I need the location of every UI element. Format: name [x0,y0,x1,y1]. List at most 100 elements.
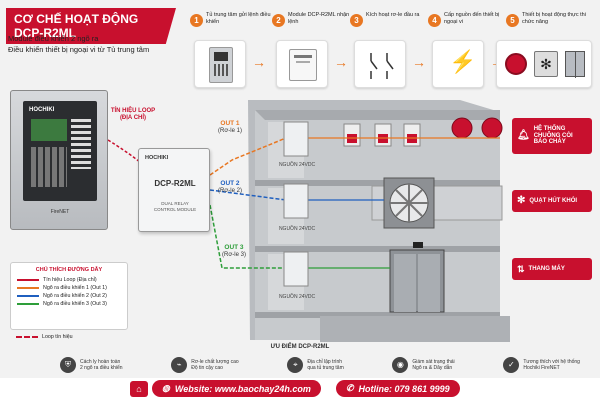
step-arrow-icon: → [412,54,426,70]
out1-name: OUT 1 [220,120,240,127]
legend-swatch [17,303,39,305]
website-link[interactable]: ◍ Website: www.baochay24h.com [152,380,321,397]
phone-icon: ✆ [346,383,354,393]
legend-swatch [16,336,38,338]
step-label: Kích hoạt rơ-le đầu ra [366,12,420,18]
loop-label-2: (ĐỊA CHỈ) [119,115,147,122]
step-label: Tủ trung tâm gửi lệnh điều khiển [206,12,271,25]
legend-item: Ngõ ra điều khiển 2 (Out 2) [17,292,121,300]
step-card-panel [194,40,246,88]
step-number: 4 [428,14,441,27]
relay-box-2 [283,183,309,219]
monitor-icon: ◉ [392,357,409,373]
out1-wire [209,137,287,176]
legend-label: Loop tín hiệu [42,334,73,340]
out2-label: OUT 2 (Rơ-le 2) [218,180,242,195]
loop-label: TÍN HIỆU LOOP (ĐỊA CHỈ) [108,108,158,122]
mini-module-icon [289,49,317,81]
address-icon: ⌖ [287,357,304,373]
mini-panel-icon [209,47,233,83]
step-card-power: ⚡ [432,40,484,88]
power-source-label: NGUỒN 24VDC [278,294,316,300]
module-name: DCP-R2ML [154,179,196,188]
panel-face: HOCHIKI [23,101,97,201]
step-arrow-icon: → [334,54,348,70]
legend-title: CHÚ THÍCH ĐƯỜNG DÂY [35,267,103,273]
power-source-label: NGUỒN 24VDC [278,226,316,232]
steps-row: 1 Tủ trung tâm gửi lệnh điều khiển → 2 M… [190,6,595,96]
benefits-title: ƯU ĐIỂM DCP-R2ML [270,344,330,350]
benefit-line: Tương thích với hệ thống [523,358,580,365]
relay-icon: ⌁ [171,357,188,373]
fan-icon: ✻ [517,195,526,207]
system-tag-line: HỆ THỐNG [533,125,566,132]
legend-item: Ngõ ra điều khiển 1 (Out 1) [17,284,121,292]
out3-sub: (Rơ-le 3) [222,251,246,258]
wiring-legend: CHÚ THÍCH ĐƯỜNG DÂY Tín hiệu Loop (Địa c… [10,262,128,330]
module-desc-2: CONTROL MODULE [153,207,197,212]
system-diagram [107,100,510,342]
power-source-label: NGUỒN 24VDC [278,162,316,168]
relay-box-1 [283,121,309,157]
panel-model: FireNET [50,209,70,215]
step-number: 2 [272,14,285,27]
footer: ⌂ ◍ Website: www.baochay24h.com ✆ Hotlin… [0,378,600,400]
hotline-link[interactable]: ✆ Hotline: 079 861 9999 [336,380,460,397]
module-brand: HOCHIKI [145,155,169,161]
system-tag-alarm: 🔔︎ HỆ THỐNG CHUÔNG CÒI BÁO CHÁY [512,118,592,154]
step-label: Cấp nguồn đến thiết bị ngoại vi [444,12,500,25]
hotline-text: Hotline: 079 861 9999 [358,383,450,394]
panel-display [31,119,67,141]
out3-name: OUT 3 [224,244,244,251]
system-tag-label: THANG MÁY [528,265,565,272]
relay-switch-icon [370,53,394,79]
system-tag-label: HỆ THỐNG CHUÔNG CÒI BÁO CHÁY [534,126,573,147]
step-number: 1 [190,14,203,27]
bell-icon [505,53,527,75]
dcp-r2ml-module: HOCHIKI DCP-R2ML DUAL RELAY CONTROL MODU… [138,148,210,232]
step-card-module [276,40,328,88]
subtitle-1: Module điều khiển 2 ngõ ra [8,34,99,43]
elevator [389,242,445,313]
panel-keypad[interactable] [31,147,67,187]
legend-swatch [17,295,39,297]
relay-box-3 [283,251,309,287]
benefit-line: Địa chỉ lập trình [307,358,343,365]
legend-loop-item: Loop tín hiệu [16,333,73,341]
system-tag-fan: ✻ QUẠT HÚT KHÓI [512,190,592,212]
legend-swatch [17,287,39,289]
step-number: 5 [506,14,519,27]
panel-leds [71,119,91,169]
loop-label-1: TÍN HIỆU LOOP [110,108,156,114]
system-tag-elevator: ⇅ THANG MÁY [512,258,592,280]
system-tag-line: BÁO CHÁY [533,139,566,146]
benefit-line: Độ tin cậy cao [191,365,223,371]
system-tag-line: CHUÔNG CÒI [533,132,573,139]
out2-wire [209,189,287,201]
subtitle-2: Điều khiển thiết bị ngoại vi từ Tủ trung… [8,45,150,54]
legend-label: Tín hiệu Loop (Địa chỉ) [43,277,97,283]
legend-item: Ngõ ra điều khiển 3 (Out 3) [17,300,121,308]
website-text: Website: www.baochay24h.com [174,383,311,394]
smoke-exhaust-fan [371,177,503,229]
out3-wire [209,204,286,269]
globe-icon: ◍ [162,383,170,393]
benefit-line: Hochiki FireNET [523,365,560,371]
benefit-line: Ngõ ra & Dây dẫn [412,365,453,371]
benefit-line: qua tủ trung tâm [307,365,344,371]
logo-icon: ⌂ [130,381,148,397]
legend-swatch [17,279,39,281]
step-label: Thiết bị hoạt động thực thi chức năng [522,12,586,25]
legend-label: Ngõ ra điều khiển 2 (Out 2) [43,293,107,299]
benefit-line: Rơ-le chất lượng cao [191,358,239,365]
system-tag-label: QUẠT HÚT KHÓI [529,197,578,204]
legend-label: Ngõ ra điều khiển 3 (Out 3) [43,301,107,307]
